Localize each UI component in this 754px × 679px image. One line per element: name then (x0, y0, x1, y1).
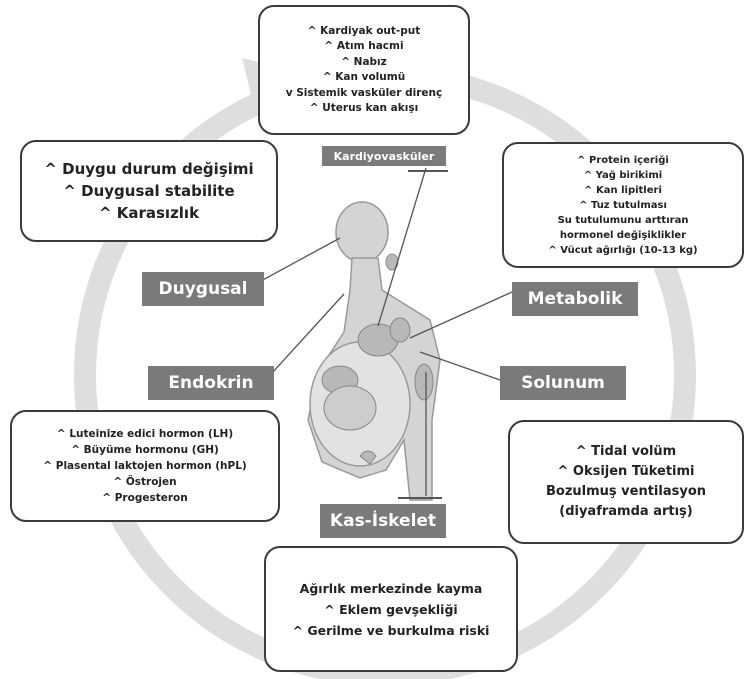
cardiovascular-item: ^ Nabız (286, 55, 443, 71)
emotional-item: ^ Duygu durum değişimi (44, 158, 253, 180)
respiratory-item: (diyaframda artış) (546, 502, 706, 522)
endocrine-item: ^ Büyüme hormonu (GH) (43, 442, 246, 458)
respiratory-label: Solunum (500, 366, 626, 400)
metabolic-box: ^ Protein içeriği ^ Yağ birikimi ^ Kan l… (502, 142, 744, 268)
musculoskeletal-item: ^ Gerilme ve burkulma riski (293, 620, 490, 641)
metabolic-item: hormonel değişiklikler (548, 228, 697, 243)
cardiovascular-box: ^ Kardiyak out-put ^ Atım hacmi ^ Nabız … (258, 5, 470, 135)
emotional-label: Duygusal (142, 272, 264, 306)
cardiovascular-label-underline (408, 170, 448, 172)
respiratory-box: ^ Tidal volüm ^ Oksijen Tüketimi Bozulmu… (508, 420, 744, 544)
cardiovascular-item: ^ Uterus kan akışı (286, 101, 443, 117)
musculoskeletal-label: Kas-İskelet (320, 504, 446, 538)
musculoskeletal-item: Ağırlık merkezinde kayma (293, 578, 490, 599)
respiratory-item: Bozulmuş ventilasyon (546, 482, 706, 502)
cardiovascular-label: Kardiyovasküler (322, 146, 446, 166)
emotional-item: ^ Duygusal stabilite (44, 180, 253, 202)
metabolic-item: ^ Tuz tutulması (548, 198, 697, 213)
metabolic-item: ^ Yağ birikimi (548, 168, 697, 183)
metabolic-item: ^ Protein içeriği (548, 153, 697, 168)
endocrine-item: ^ Östrojen (43, 474, 246, 490)
emotional-item: ^ Karasızlık (44, 202, 253, 224)
musculoskeletal-item: ^ Eklem gevşekliği (293, 599, 490, 620)
cardiovascular-item: ^ Atım hacmi (286, 39, 443, 55)
emotional-box: ^ Duygu durum değişimi ^ Duygusal stabil… (20, 140, 278, 242)
endocrine-item: ^ Plasental laktojen hormon (hPL) (43, 458, 246, 474)
metabolic-item: Su tutulumunu arttıran (548, 213, 697, 228)
endocrine-label: Endokrin (148, 366, 274, 400)
cardiovascular-item: ^ Kan volumü (286, 70, 443, 86)
endocrine-item: ^ Luteinize edici hormon (LH) (43, 426, 246, 442)
respiratory-item: ^ Tidal volüm (546, 442, 706, 462)
metabolic-label: Metabolik (512, 282, 638, 316)
metabolic-item: ^ Kan lipitleri (548, 183, 697, 198)
respiratory-item: ^ Oksijen Tüketimi (546, 462, 706, 482)
musculoskeletal-box: Ağırlık merkezinde kayma ^ Eklem gevşekl… (264, 546, 518, 672)
cardiovascular-item: v Sistemik vasküler direnç (286, 86, 443, 102)
musculoskeletal-label-overline (398, 497, 442, 499)
endocrine-box: ^ Luteinize edici hormon (LH) ^ Büyüme h… (10, 410, 280, 522)
cardiovascular-item: ^ Kardiyak out-put (286, 24, 443, 40)
metabolic-item: ^ Vücut ağırlığı (10-13 kg) (548, 243, 697, 258)
endocrine-item: ^ Progesteron (43, 490, 246, 506)
